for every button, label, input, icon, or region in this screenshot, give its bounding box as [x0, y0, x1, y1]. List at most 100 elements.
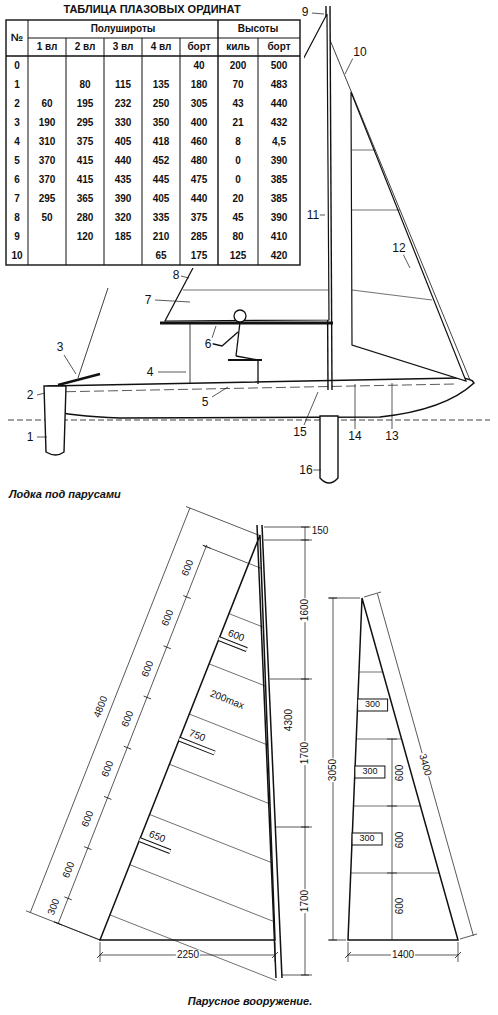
rudder — [44, 386, 66, 455]
table-cell: 390 — [114, 194, 133, 205]
table-cell: 410 — [270, 232, 289, 243]
sail-seam — [352, 150, 375, 151]
dimension-tick — [97, 952, 103, 958]
table-cell: 65 — [154, 251, 167, 262]
table-header: № — [10, 32, 24, 44]
table-cell: 452 — [152, 156, 171, 167]
table-cell: 460 — [190, 137, 209, 148]
dimension-line — [26, 507, 477, 976]
sail-seam — [150, 814, 273, 862]
sail-seam — [351, 873, 440, 874]
table-grid — [258, 38, 259, 265]
callout-number: 6 — [204, 338, 213, 351]
table-cell: 4,5 — [271, 137, 287, 148]
sail-seam — [352, 290, 432, 300]
table-cell: 115 — [114, 80, 132, 91]
table-cell: 8 — [234, 137, 242, 148]
table-cell: 435 — [114, 175, 133, 186]
leader-line — [313, 470, 321, 471]
sail-seam — [359, 672, 383, 673]
callout-number: 4 — [146, 366, 155, 379]
dimension-tick — [203, 545, 210, 548]
table-cell: 295 — [76, 118, 95, 129]
hull — [48, 378, 474, 418]
table-cell: 70 — [231, 80, 244, 91]
sail-seam — [169, 764, 270, 804]
batten-length: 300 — [361, 767, 378, 776]
callout-number: 3 — [56, 341, 65, 354]
dimension-tick — [301, 540, 309, 541]
table-cell: 135 — [152, 80, 171, 91]
sail-seam — [130, 865, 275, 922]
table-cell: 440 — [114, 156, 133, 167]
table-cell: 405 — [152, 194, 171, 205]
forestay — [330, 40, 470, 380]
boom — [160, 322, 333, 325]
table-header: 3 вл — [112, 42, 135, 53]
dimension-line — [328, 598, 360, 599]
table-cell: 500 — [270, 61, 289, 72]
leader-line — [158, 372, 186, 373]
table-cell: 350 — [152, 118, 171, 129]
sail-seam — [183, 290, 328, 291]
dimension-tick — [84, 847, 91, 850]
leader-line — [212, 326, 216, 338]
table-cell: 418 — [152, 137, 171, 148]
dimension-line — [58, 545, 207, 924]
dimension-tick — [329, 940, 337, 941]
table-cell: 432 — [270, 118, 289, 129]
dimension: 1600 — [300, 598, 311, 622]
table-cell: 125 — [229, 251, 248, 262]
table-cell: 280 — [76, 213, 95, 224]
dimension-tick — [144, 696, 151, 699]
dimension-tick — [345, 952, 351, 958]
table-header: борт — [266, 42, 291, 53]
waterline — [8, 420, 490, 421]
table-cell: 10 — [10, 251, 23, 262]
dimension-tick — [455, 952, 461, 958]
table-cell: 185 — [114, 232, 133, 243]
dimension: 1700 — [300, 889, 311, 913]
table-cell: 445 — [152, 175, 171, 186]
table-cell: 320 — [114, 213, 133, 224]
batten — [358, 699, 388, 711]
dimension-line — [282, 975, 312, 976]
dimension: 600 — [80, 809, 97, 830]
dimension: 2250 — [176, 950, 200, 961]
table-cell: 6 — [13, 175, 21, 186]
callout-number: 1 — [26, 431, 35, 444]
sail-plan — [26, 507, 477, 981]
table-cell: 1 — [13, 80, 21, 91]
dimension-tick — [104, 796, 111, 799]
dimension: 1400 — [391, 950, 415, 961]
table-grid — [180, 38, 181, 265]
table-cell: 3 — [13, 118, 21, 129]
table-cell: 285 — [190, 232, 209, 243]
dimension-line — [264, 527, 312, 528]
batten — [355, 766, 385, 778]
dimension-tick — [272, 952, 278, 958]
table-cell: 7 — [13, 194, 21, 205]
table-cell: 440 — [190, 194, 209, 205]
table-cell: 250 — [152, 99, 171, 110]
batten-length: 300 — [359, 834, 376, 843]
dimension-line — [186, 507, 260, 536]
table-cell: 390 — [270, 213, 289, 224]
dimension-tick — [301, 827, 309, 828]
dimension-line — [275, 942, 276, 962]
table-grid — [28, 38, 300, 39]
table-cell: 330 — [114, 118, 133, 129]
dimension: 4300 — [284, 708, 295, 732]
table-cell: 0 — [13, 61, 21, 72]
caption: Лодка под парусами — [8, 489, 122, 501]
table-cell: 20 — [231, 194, 244, 205]
table-cell: 200 — [229, 61, 248, 72]
dimension: 3050 — [328, 758, 339, 782]
callout-number: 7 — [144, 294, 153, 307]
leader-line — [345, 58, 353, 74]
table-cell: 0 — [234, 175, 242, 186]
table-cell: 390 — [270, 156, 289, 167]
batten — [352, 833, 382, 845]
dimension: 600 — [120, 708, 137, 729]
dimension-tick — [183, 596, 190, 599]
